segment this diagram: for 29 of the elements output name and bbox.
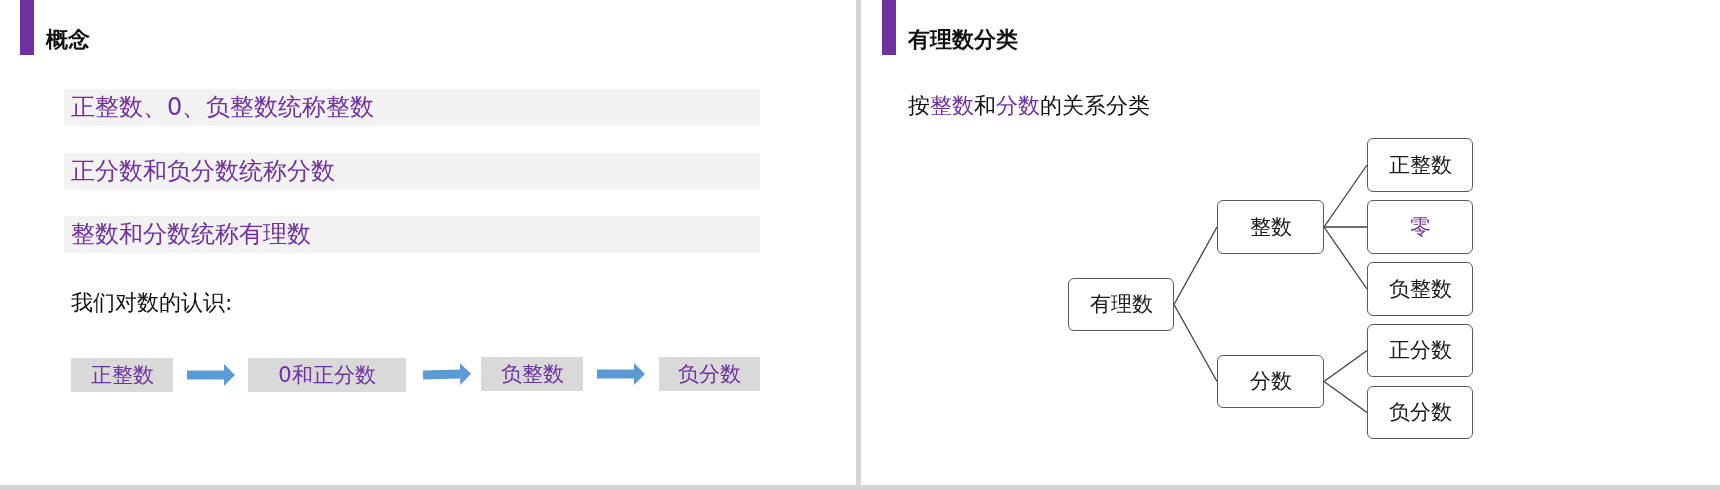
category-box: 负分数 (1367, 386, 1473, 439)
label-box: 负整数 (481, 357, 583, 391)
connector-line (1323, 164, 1368, 228)
text-band: 整数和分数统称有理数 (64, 216, 760, 253)
category-box: 分数 (1217, 355, 1324, 408)
category-box: 负整数 (1367, 262, 1473, 316)
connector-line (1173, 226, 1218, 306)
connector-line (1323, 349, 1368, 383)
connector-line (1323, 226, 1368, 290)
arrow (187, 364, 235, 386)
text-band: 正整数、0、负整数统称整数 (64, 89, 760, 126)
connector-line (1173, 303, 1218, 383)
label-box: 负分数 (659, 357, 760, 391)
section-title: 概念 (46, 27, 90, 53)
category-box: 正整数 (1367, 138, 1473, 192)
intro-text: 我们对数的认识: (71, 290, 233, 316)
category-box: 零 (1367, 200, 1473, 254)
subtitle-text: 按整数和分数的关系分类 (908, 93, 1150, 119)
text-band: 正分数和负分数统称分数 (64, 153, 760, 190)
arrow (422, 363, 471, 385)
section-title: 有理数分类 (908, 27, 1018, 53)
category-box: 正分数 (1367, 324, 1473, 377)
category-box: 有理数 (1068, 278, 1174, 331)
connector-line (1323, 380, 1368, 414)
label-box: 正整数 (71, 358, 173, 392)
connector-line (1323, 226, 1368, 228)
category-box: 整数 (1217, 200, 1324, 254)
label-box: 0和正分数 (248, 358, 406, 392)
arrow (597, 363, 645, 385)
